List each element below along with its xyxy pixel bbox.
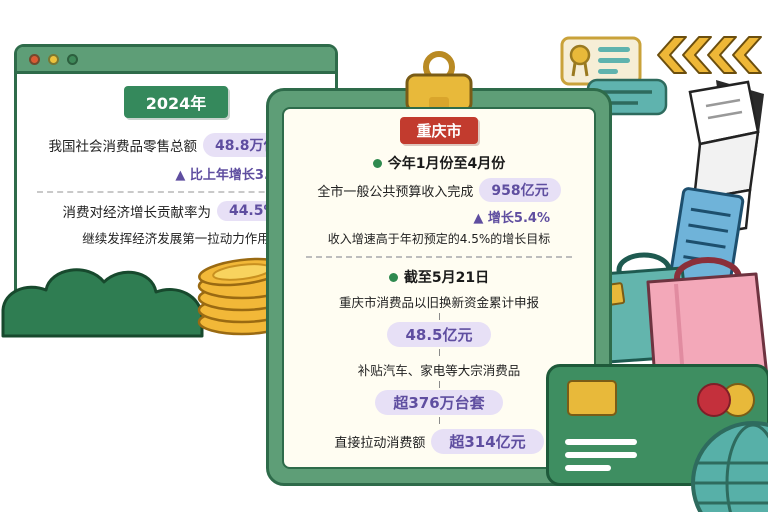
year-badge: 2024年 [123,86,229,118]
revenue-note: 收入增速高于年初预定的4.5%的增长目标 [327,232,551,246]
revenue-row: 全市一般公共预算收入完成 958亿元 [292,178,586,202]
card-number-line [565,465,611,471]
revenue-value: 958亿元 [479,178,561,202]
city-badge: 重庆市 [400,117,478,144]
card-number-line [565,439,637,445]
window-dot-green-icon [67,53,78,65]
coin-stack-icon [197,257,287,336]
tradein-declare-label: 重庆市消费品以旧换新资金累计申报 [338,295,539,310]
chongqing-clipboard: 重庆市 今年1月份至4月份 全市一般公共预算收入完成 958亿元 ▲ 增长5.4… [266,51,612,486]
connector-line [438,313,440,320]
section2-heading-text: 截至5月21日 [403,270,490,286]
connector-line [438,417,440,424]
clipboard-clip-icon [405,51,473,113]
consumption-drive-value: 超314亿元 [431,429,544,454]
bullet-dot-icon [388,272,398,282]
retail-total-label: 我国社会消费品零售总额 [48,139,197,155]
globe-icon [691,421,768,512]
clipboard-paper: 重庆市 今年1月份至4月份 全市一般公共预算收入完成 958亿元 ▲ 增长5.4… [282,107,596,469]
chevron-arrows-icon [657,36,762,74]
window-titlebar [17,47,335,74]
contribution-note: 继续发挥经济发展第一拉动力作用 [82,231,270,246]
card-chip-icon [567,380,617,416]
consumption-drive-label: 直接拉动消费额 [334,436,426,451]
section2-heading: 截至5月21日 [292,267,586,287]
revenue-label: 全市一般公共预算收入完成 [317,184,474,200]
card-number-line [565,452,637,458]
tradein-declare-value: 48.5亿元 [387,322,491,347]
clipboard-divider [306,256,572,258]
section1-heading-text: 今年1月份至4月份 [387,156,506,172]
subsidy-label: 补贴汽车、家电等大宗消费品 [357,363,521,378]
window-dot-yellow-icon [48,53,59,65]
window-dot-red-icon [29,53,40,65]
revenue-growth-text: ▲ 增长5.4% [473,211,550,226]
window-divider [37,191,315,193]
section1-heading: 今年1月份至4月份 [292,153,586,173]
subsidy-units-value: 超376万台套 [375,390,503,415]
certificate-icon [560,36,642,86]
card-red-circle-icon [697,383,731,417]
bush-icon [1,268,204,338]
connector-line [438,381,440,388]
connector-line [438,349,440,356]
consumption-drive-row: 直接拉动消费额 超314亿元 [292,429,586,454]
retail-growth-text: ▲ 比上年增长3.5% [175,168,291,183]
bullet-dot-icon [372,158,382,168]
contribution-label: 消费对经济增长贡献率为 [62,205,211,221]
